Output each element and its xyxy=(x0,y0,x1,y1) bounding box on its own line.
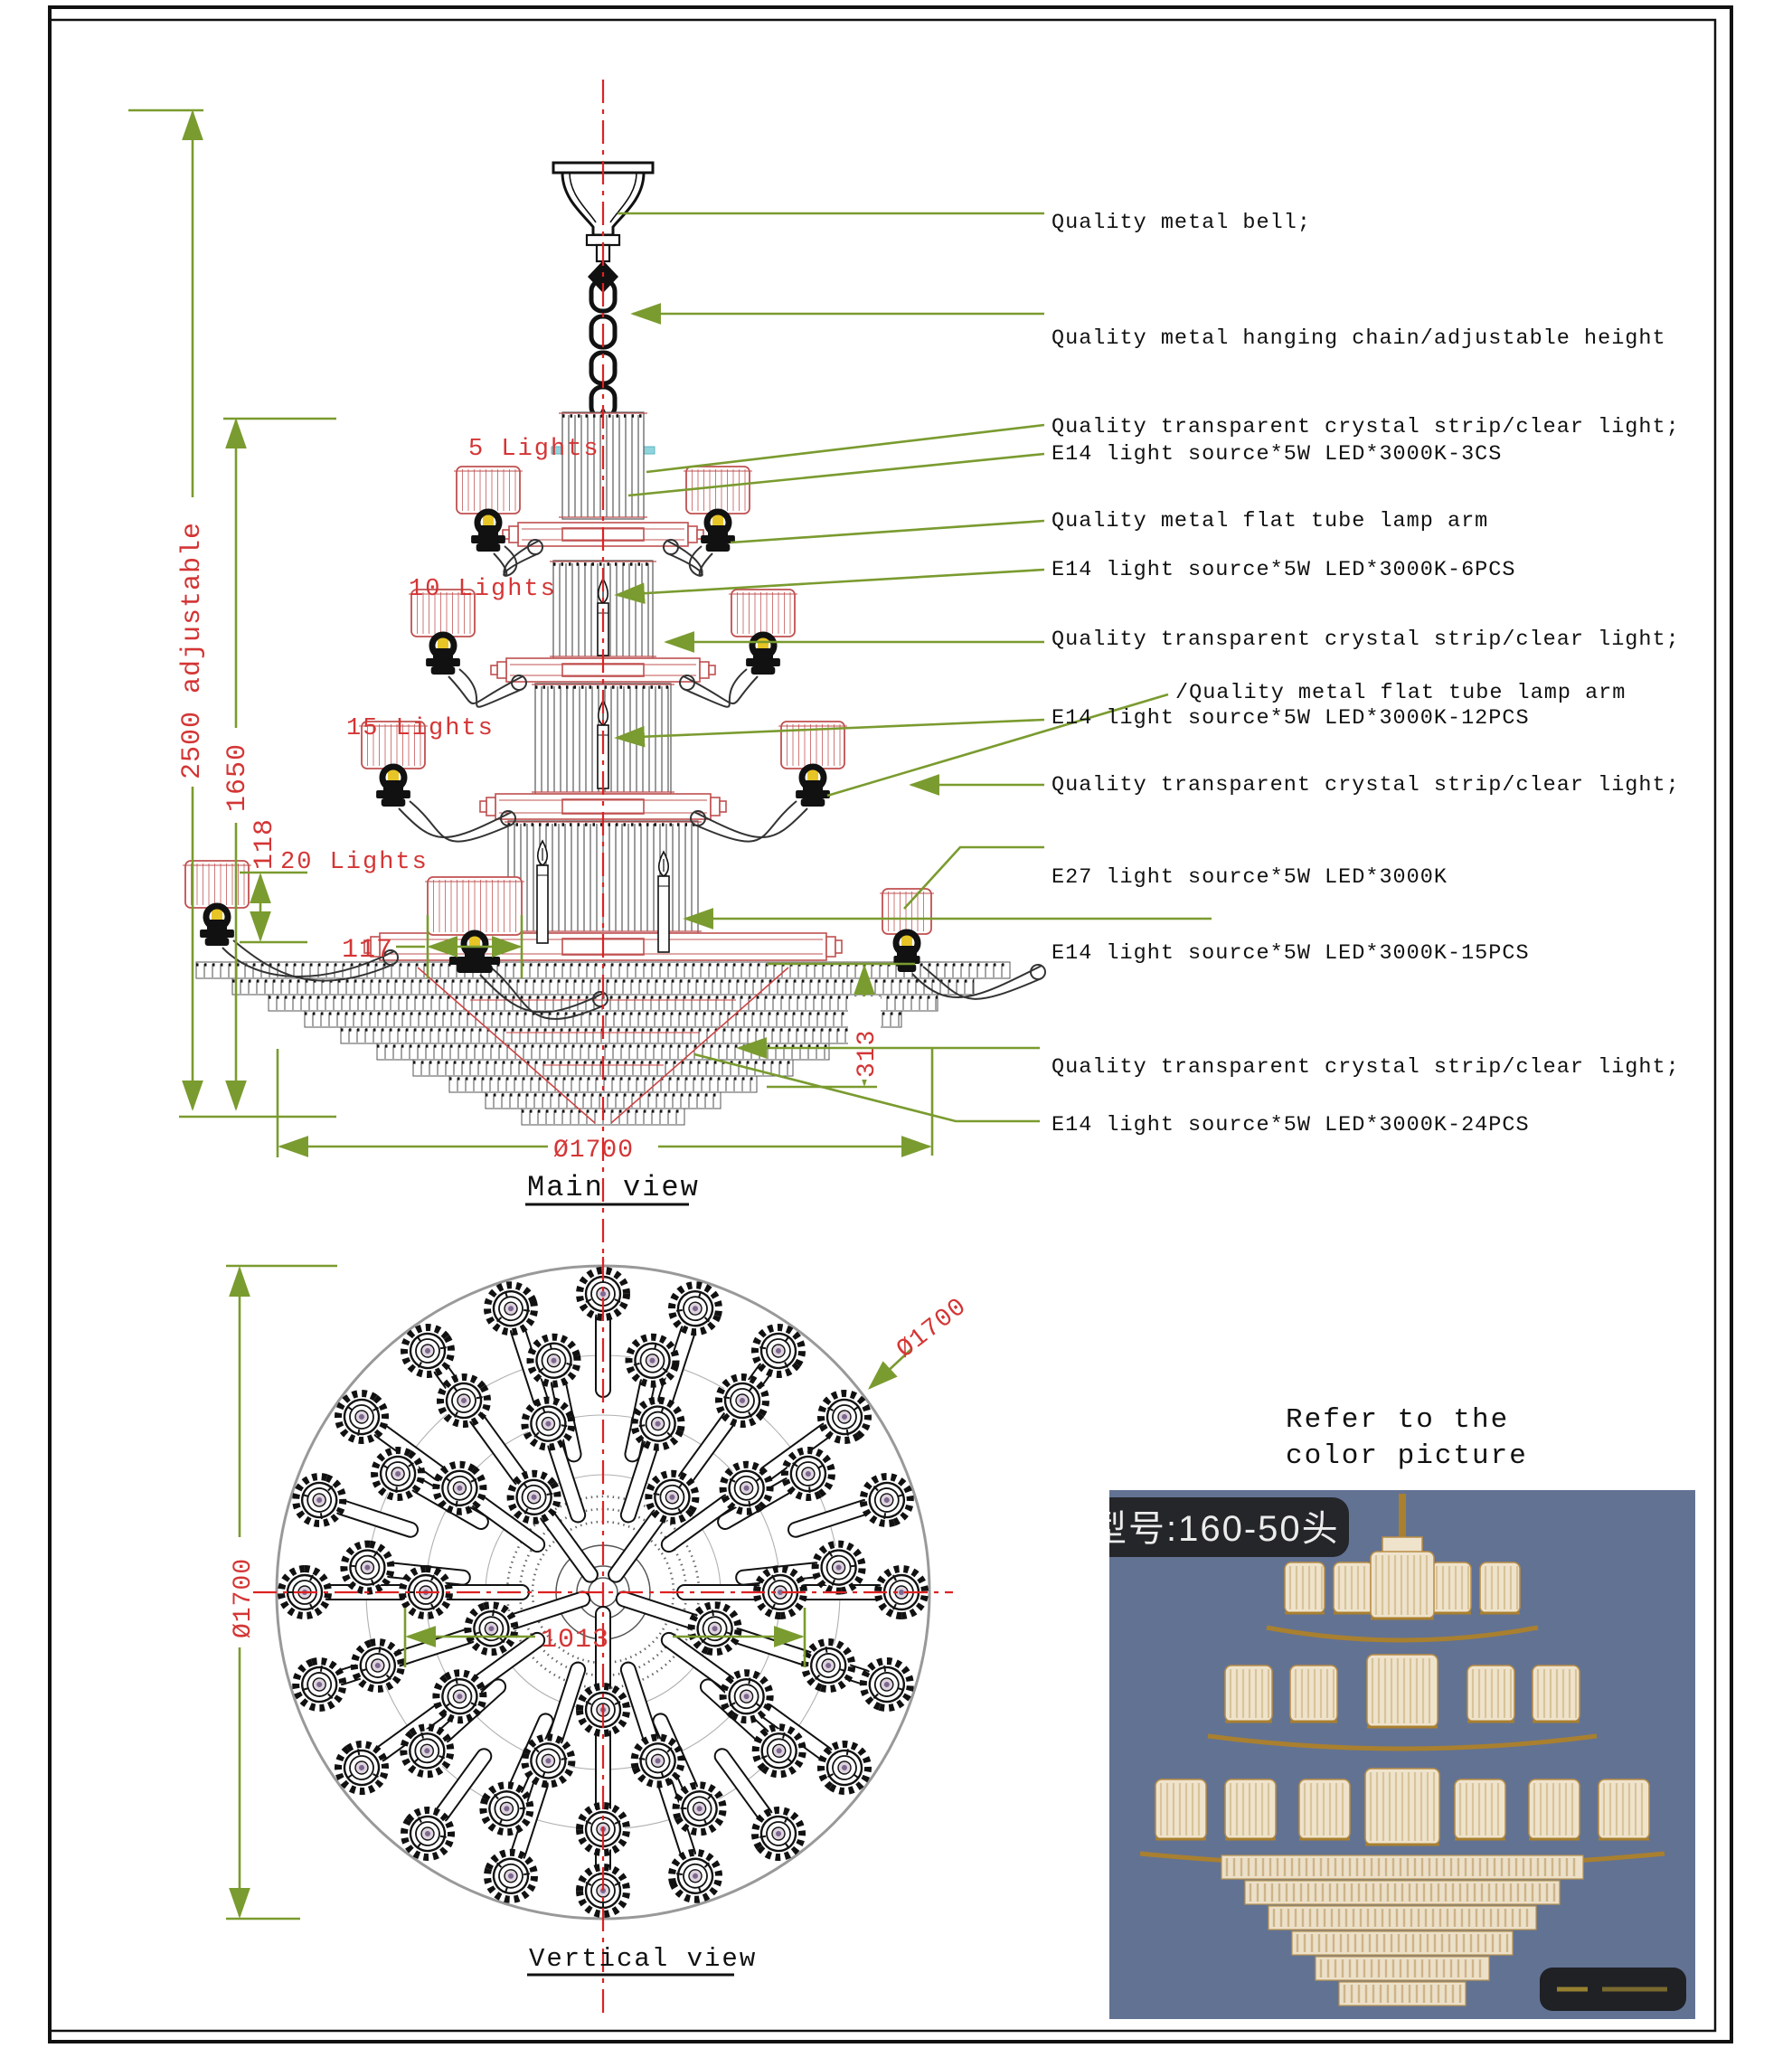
dim-cascade-height: 313 xyxy=(854,1030,882,1078)
leader-e14-12pcs xyxy=(614,718,1045,748)
tier-frame-bar xyxy=(502,522,704,547)
annotation-label: Quality transparent crystal strip/clear … xyxy=(1052,415,1680,439)
vertical-lamp xyxy=(292,1473,420,1538)
dim-body-height: 1650 xyxy=(222,743,253,812)
vertical-lamp xyxy=(484,1281,549,1409)
side-lamp xyxy=(679,589,797,708)
annotation-label: E14 light source*5W LED*3000K-3CS xyxy=(1052,442,1502,467)
vertical-lamp xyxy=(729,1628,856,1693)
tier-label-5-lights: 5 Lights xyxy=(468,436,600,463)
annotation-label: E14 light source*5W LED*3000K-6PCS xyxy=(1052,558,1515,582)
pyramid-row xyxy=(195,961,1011,979)
leader-e14-24pcs xyxy=(693,1052,1040,1123)
vertical-lamp xyxy=(619,1661,685,1788)
side-lamp xyxy=(359,721,516,843)
annotation-label: E14 light source*5W LED*3000K-15PCS xyxy=(1052,941,1530,966)
model-badge xyxy=(1109,1497,1349,1557)
vertical-lamp xyxy=(615,1590,742,1656)
vertical-view-title: Vertical view xyxy=(529,1944,757,1974)
dim-lamp-gap: 118 xyxy=(250,818,280,870)
leader-e14-6pcs xyxy=(614,568,1045,604)
annotation-label: E27 light source*5W LED*3000K xyxy=(1052,865,1448,890)
color-photo: Refer to the color picture 型号:160-50头 xyxy=(1090,1404,1695,2019)
leader-crystal-1 xyxy=(646,423,1045,474)
model-badge-label: 型号:160-50头 xyxy=(1090,1509,1340,1549)
vertical-lamp xyxy=(401,1748,493,1861)
vertical-lamp xyxy=(735,1540,866,1595)
vertical-lamp xyxy=(657,1776,722,1903)
vertical-lamp xyxy=(608,1469,700,1583)
vertical-lamp xyxy=(464,1590,591,1656)
leader-e27 xyxy=(903,845,1044,910)
vertical-lamp xyxy=(619,1396,685,1524)
annotation-column: Quality metal bell; Quality metal hanging… xyxy=(1052,211,1680,1137)
vertical-lamp xyxy=(506,1469,599,1583)
dim-main-diameter: Ø1700 xyxy=(553,1137,634,1165)
vertical-view: Ø1700 1013 Ø1700 Vertical view xyxy=(226,1257,973,2016)
watermark-badge xyxy=(1540,1968,1686,2011)
dim-diameter-callout: Ø1700 xyxy=(891,1293,972,1364)
vertical-lamp xyxy=(660,1631,774,1724)
side-lamp xyxy=(880,888,1046,1000)
vertical-lamp xyxy=(437,1373,529,1486)
vertical-lamp xyxy=(787,1473,914,1538)
side-lamp xyxy=(454,466,543,577)
dim-vertical-diameter: Ø1700 xyxy=(230,1558,258,1638)
annotation-label: Quality metal flat tube lamp arm xyxy=(1052,509,1488,533)
dim-shade-width: 117 xyxy=(342,935,393,966)
pyramid-row xyxy=(376,1043,830,1061)
annotation-label: Quality transparent crystal strip/clear … xyxy=(1052,773,1680,797)
side-lamp xyxy=(409,589,527,708)
annotation-label: E14 light source*5W LED*3000K-24PCS xyxy=(1052,1113,1530,1137)
annotation-label: /Quality metal flat tube lamp arm xyxy=(1175,681,1626,705)
vertical-lamp xyxy=(759,1703,872,1795)
leader-flat-arm-1 xyxy=(730,519,1045,544)
leader-flat-arm-2 xyxy=(826,693,1169,797)
side-lamp xyxy=(690,721,847,843)
leader-lines xyxy=(614,212,1212,1123)
photo-chandelier xyxy=(1139,1494,1665,2006)
annotation-label: Quality metal bell; xyxy=(1052,211,1311,235)
photo-caption-line2: color picture xyxy=(1286,1440,1528,1472)
leader-e14-3cs xyxy=(627,452,1045,497)
tier-label-15-lights: 15 Lights xyxy=(346,715,495,742)
photo-caption-line1: Refer to the xyxy=(1286,1404,1509,1436)
main-view: 5 Lights 10 Lights 15 Lights 20 Lights M… xyxy=(183,80,1046,1262)
vertical-lamp xyxy=(660,1460,774,1553)
dim-inner-diameter: 1013 xyxy=(541,1625,609,1656)
dim-overall-height: 2500 adjustable xyxy=(177,522,208,779)
annotation-label: Quality metal hanging chain/adjustable h… xyxy=(1052,326,1666,351)
candle-icon xyxy=(536,839,549,944)
candle-icon xyxy=(657,850,670,953)
dimensions-main: 2500 adjustable 1650 118 117 313 Ø1700 xyxy=(128,109,934,1165)
vertical-lamp xyxy=(432,1631,546,1724)
vertical-lamp xyxy=(521,1396,587,1524)
vertical-view-lamps xyxy=(278,1267,929,1918)
vertical-lamp xyxy=(759,1390,872,1482)
side-lamp xyxy=(663,466,752,577)
page-border xyxy=(48,5,1733,2043)
cascade-red-guides xyxy=(417,967,789,1124)
annotation-label: E14 light source*5W LED*3000K-12PCS xyxy=(1052,706,1530,731)
vertical-lamp xyxy=(432,1460,546,1553)
vertical-lamp xyxy=(521,1661,587,1788)
main-view-title: Main view xyxy=(527,1171,700,1204)
annotation-label: Quality transparent crystal strip/clear … xyxy=(1052,628,1680,652)
vertical-lamp xyxy=(713,1748,806,1861)
vertical-lamp xyxy=(677,1373,769,1486)
tier-label-10-lights: 10 Lights xyxy=(409,576,557,603)
annotation-label: Quality transparent crystal strip/clear … xyxy=(1052,1055,1680,1080)
